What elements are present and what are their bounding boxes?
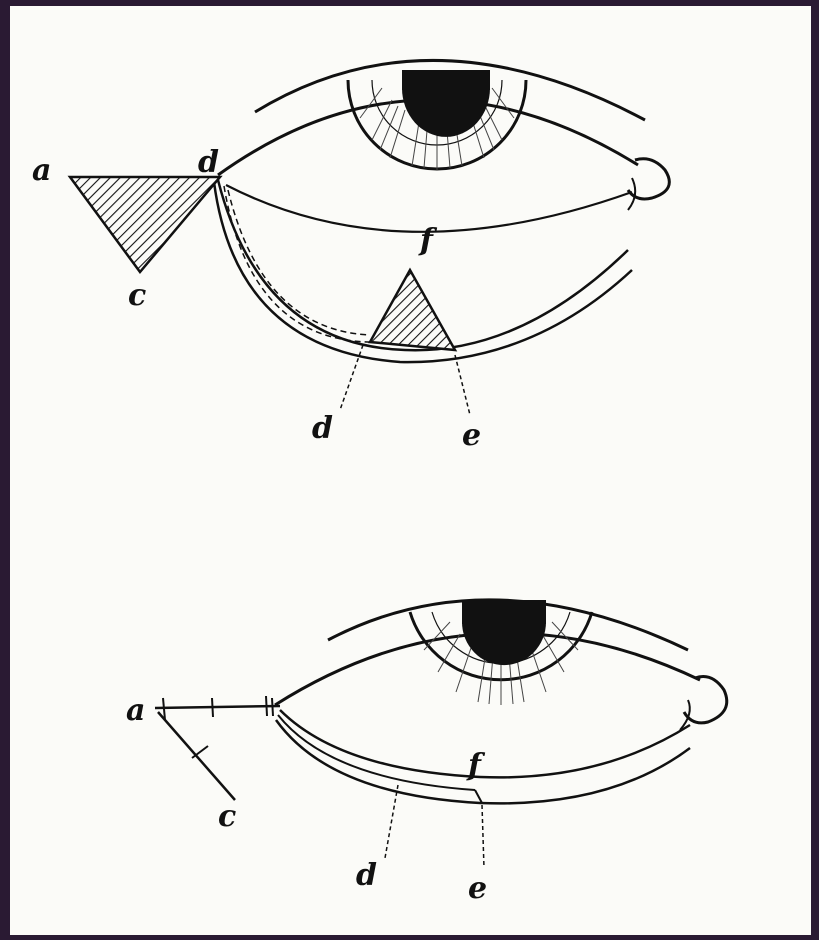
- bottom-suture-horizontal: [155, 706, 280, 708]
- top-lower-lid-dashed: [224, 186, 370, 342]
- top-label-b: d: [198, 145, 219, 180]
- top-lower-triangle: [370, 270, 455, 350]
- bottom-figure: a c f d e: [126, 600, 727, 906]
- top-left-triangle: [70, 177, 220, 272]
- bottom-label-c: c: [218, 799, 236, 834]
- bottom-suture-diagonal: [158, 712, 235, 800]
- top-label-e: e: [462, 418, 481, 453]
- top-leader-e: [455, 355, 470, 415]
- bottom-label-e: e: [468, 871, 487, 906]
- bottom-lower-lid-inner: [280, 710, 690, 777]
- bottom-leader-e: [482, 805, 484, 868]
- top-figure: a d c f d e: [32, 60, 669, 453]
- bottom-canthus: [684, 677, 727, 723]
- top-label-f: f: [418, 223, 438, 258]
- bottom-label-a: a: [126, 693, 145, 728]
- top-label-a: a: [32, 153, 51, 188]
- bottom-lower-lid-outer: [276, 720, 690, 803]
- top-label-d: d: [312, 411, 333, 446]
- bottom-label-d: d: [356, 858, 377, 893]
- top-label-c: c: [128, 278, 146, 313]
- bottom-leader-d: [385, 785, 398, 858]
